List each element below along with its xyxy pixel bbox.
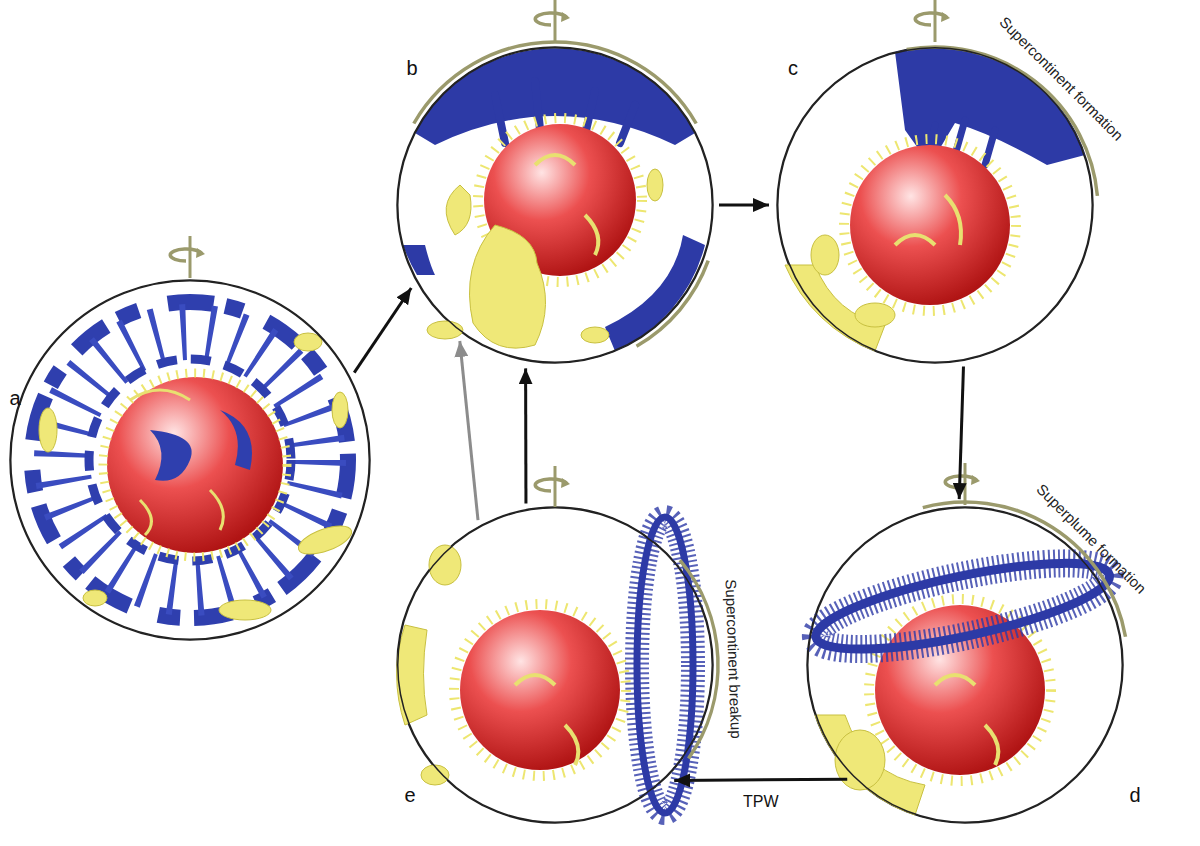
process-arrow: [354, 288, 411, 373]
sphere-b-art: [397, 47, 713, 363]
process-arrow: [460, 341, 478, 520]
rotation-axis: [915, 0, 950, 42]
stage-label: Supercontinent formation: [996, 14, 1126, 144]
rotation-axis: [170, 236, 205, 278]
panel-sphere: cSupercontinent formation: [777, 47, 1093, 363]
process-arrow: [674, 779, 847, 780]
sphere-c-art: [777, 47, 1093, 363]
supercontinent-arc: [414, 42, 1126, 759]
panel-letter: d: [1129, 784, 1140, 806]
rotation-axis: [535, 0, 570, 42]
panel-sphere: dSuperplume formation: [807, 507, 1123, 823]
process-arrow: [524, 368, 527, 503]
panel-sphere: b: [397, 47, 713, 363]
panel-letter: c: [788, 57, 798, 79]
sphere-a-art: [10, 280, 370, 640]
sphere-outline: [10, 280, 370, 640]
rotation-axis: [945, 463, 980, 505]
sphere-outline-circle: [398, 508, 713, 823]
edge-label: TPW: [741, 793, 781, 811]
process-arrow: [719, 204, 769, 207]
sphere-outline-circle: [808, 508, 1123, 823]
sphere-outline-circle: [778, 48, 1093, 363]
stage-label: Supercontinent breakup: [722, 579, 744, 739]
sphere-outline: [397, 47, 713, 363]
stage-label: Superplume formation: [1033, 481, 1149, 597]
sphere-outline-circle: [11, 281, 370, 640]
sphere-d-art: [807, 507, 1123, 823]
panel-sphere: a: [10, 280, 370, 640]
sphere-outline: [807, 507, 1123, 823]
rotation-axis: [535, 466, 570, 508]
panel-letter: e: [404, 784, 415, 806]
panel-letter: b: [406, 57, 417, 79]
sphere-outline-circle: [398, 48, 713, 363]
process-arrow: [959, 367, 963, 500]
panel-letter: a: [9, 387, 20, 409]
sphere-e-art: [397, 507, 713, 823]
sphere-outline: [397, 507, 713, 823]
sphere-outline: [777, 47, 1093, 363]
panel-sphere: eSupercontinent breakup: [397, 507, 713, 823]
